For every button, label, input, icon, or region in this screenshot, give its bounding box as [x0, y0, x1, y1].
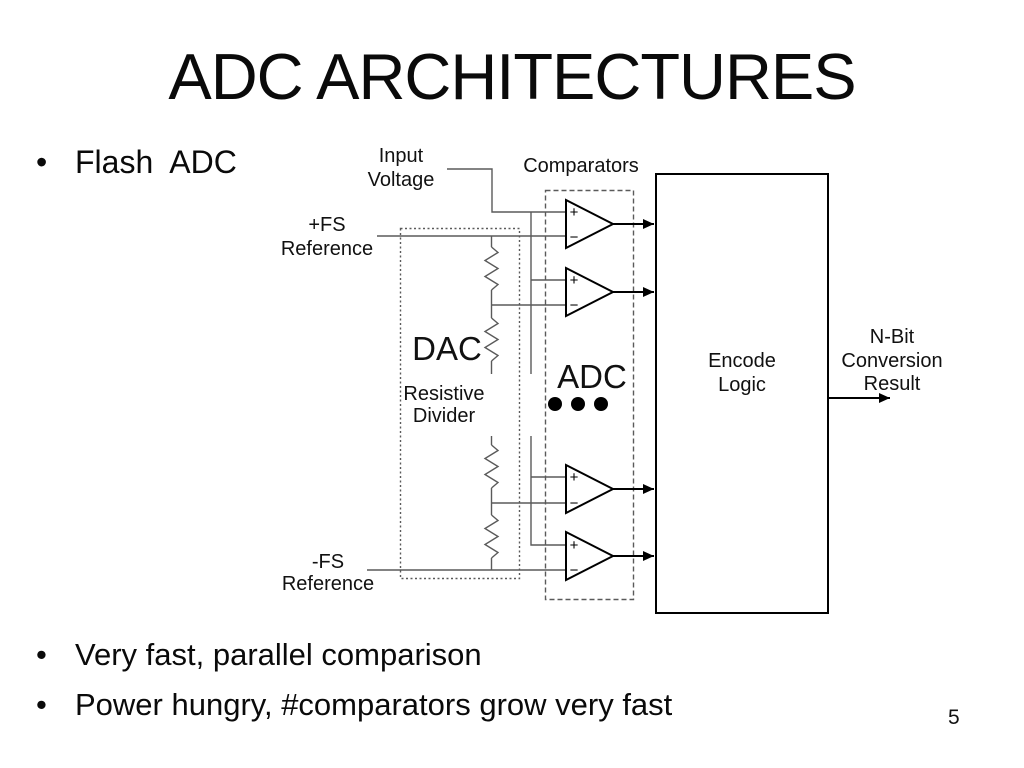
neg-fs-label-line1: -FS: [312, 551, 344, 573]
comparator-2: [565, 266, 616, 318]
neg-fs-label-line2: Reference: [282, 573, 374, 595]
input-voltage-wire: [447, 168, 566, 213]
dac-label: DAC: [412, 330, 482, 367]
bullet-flash-adc: • Flash ADC: [36, 146, 237, 178]
bullet-glyph: •: [36, 144, 48, 180]
resistive-divider-label-line2: Divider: [413, 405, 476, 427]
bullet-very-fast-text: Very fast, parallel comparison: [75, 637, 482, 672]
diagram-labels: Input Voltage Comparators +FS Reference …: [281, 145, 943, 595]
encode-logic-label-line2: Logic: [718, 374, 766, 396]
input-voltage-label-line2: Voltage: [368, 169, 435, 191]
ellipsis-dot: [548, 397, 562, 411]
comparator-3-plus: +: [570, 469, 579, 486]
ellipsis-dot: [594, 397, 608, 411]
pos-fs-label-line2: Reference: [281, 238, 373, 260]
ellipsis-dot: [571, 397, 585, 411]
pos-fs-label-line1: +FS: [308, 214, 345, 236]
comparator-1-minus: −: [570, 229, 579, 246]
resistive-divider-label-line1: Resistive: [403, 383, 484, 405]
arrows: [613, 219, 890, 561]
wires: [367, 168, 566, 571]
resistor-3: [483, 444, 500, 489]
adc-label: ADC: [557, 358, 627, 395]
comparator-3: [565, 463, 616, 515]
comparator-4: [565, 530, 616, 582]
resistive-divider-chain: [483, 236, 500, 570]
encode-logic-label-line1: Encode: [708, 350, 776, 372]
slide-title: ADC ARCHITECTURES: [168, 40, 856, 113]
comparators: + − + − + − + −: [565, 198, 616, 582]
comparator-1-plus: +: [570, 204, 579, 221]
bullet-glyph: •: [36, 687, 47, 722]
page-number: 5: [948, 706, 960, 729]
input-bus-lower: [530, 436, 566, 546]
comparator-1: [565, 198, 616, 250]
ellipsis-dots: [548, 397, 608, 411]
resistor-4: [483, 514, 500, 559]
encode-logic-box: [655, 173, 829, 614]
bullet-power-hungry-text: Power hungry, #comparators grow very fas…: [75, 687, 673, 722]
comparators-dashed-box: [544, 189, 635, 601]
bullet-power-hungry: • Power hungry, #comparators grow very f…: [36, 689, 672, 720]
comparator-4-plus: +: [570, 537, 579, 554]
comparator-2-minus: −: [570, 297, 579, 314]
resistor-1: [483, 246, 500, 291]
resistor-2: [483, 317, 500, 362]
output-label-line1: N-Bit: [870, 326, 915, 348]
comparator-2-plus: +: [570, 272, 579, 289]
output-label-line3: Result: [864, 373, 921, 395]
comparator-3-minus: −: [570, 495, 579, 512]
bullet-glyph: •: [36, 637, 47, 672]
comparator-4-minus: −: [570, 562, 579, 579]
input-voltage-label-line1: Input: [379, 145, 424, 167]
comparators-label: Comparators: [523, 155, 639, 177]
bullet-flash-adc-text: Flash ADC: [75, 144, 237, 180]
bullet-very-fast: • Very fast, parallel comparison: [36, 639, 482, 670]
dac-dashed-box: [399, 227, 521, 580]
output-label-line2: Conversion: [841, 350, 942, 372]
